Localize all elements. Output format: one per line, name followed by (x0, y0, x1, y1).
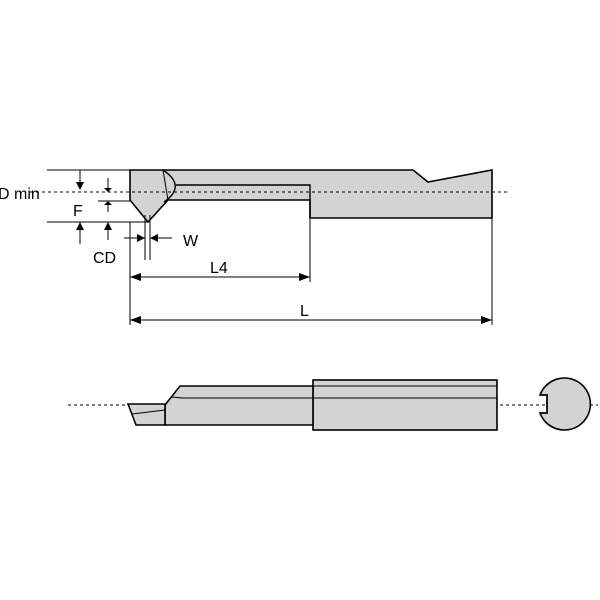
neck-edge (176, 184, 311, 218)
end-view-circle (538, 377, 592, 431)
dimension-cd-w: CD W (93, 215, 199, 267)
label-cd: CD (93, 250, 116, 267)
dimension-d-min-f: D min F (0, 169, 148, 244)
label-w: W (183, 233, 199, 250)
label-l4: L4 (210, 260, 228, 277)
label-d-min: D min (0, 186, 40, 203)
end-view (538, 377, 592, 431)
dimension-l4: L4 (129, 218, 311, 325)
tool-body-side (129, 169, 493, 224)
tip-facet (162, 169, 169, 201)
shank-top (312, 379, 498, 431)
side-view (30, 169, 510, 224)
label-f: F (73, 203, 83, 220)
insert-tip-top (126, 403, 166, 426)
neck-top (164, 385, 314, 426)
dimension-l: L (130, 218, 493, 325)
label-l: L (300, 303, 309, 320)
cutting-edge-curve (162, 169, 176, 203)
top-view (68, 379, 598, 431)
